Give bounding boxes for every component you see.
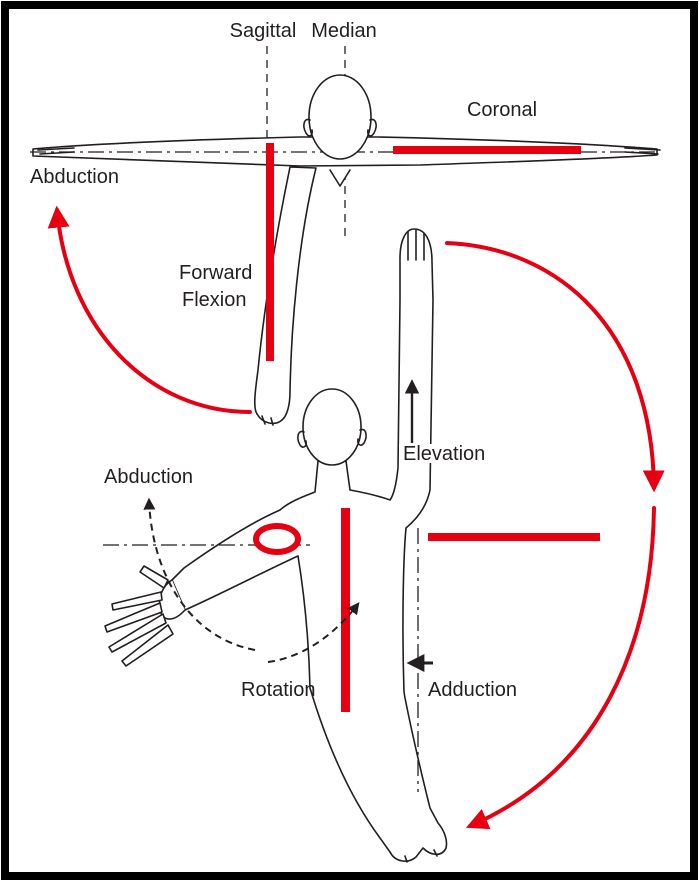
median-plane-marker-bar-lower [341, 508, 350, 712]
standing-figure-hand-fingers-raised [407, 229, 425, 261]
standing-figure-thumb [139, 565, 169, 589]
top-figure-body [253, 166, 317, 425]
standing-figure-head [302, 388, 362, 466]
standing-figure-finger-3 [108, 613, 167, 653]
top-figure-right-ear [367, 118, 377, 137]
abduction-arc-arrow [47, 205, 252, 414]
standing-figure-finger-1 [111, 591, 163, 611]
top-figure-head [308, 74, 372, 160]
label-adduction: Adduction [428, 679, 517, 701]
coronal-plane-marker-bar-top [393, 146, 581, 154]
standing-figure-right-ear [357, 428, 367, 446]
rotation-dashed-arc-arrow [267, 602, 360, 663]
standing-figure-left-ear [297, 430, 307, 448]
label-coronal: Coronal [467, 99, 537, 121]
label-rotation: Rotation [241, 679, 316, 701]
top-figure-chin [329, 169, 351, 187]
shoulder-joint-ring [253, 523, 301, 555]
top-figure-left-ear [303, 118, 313, 137]
abduction-dashed-arc-arrow [143, 497, 256, 651]
standing-figure-finger-4 [121, 624, 174, 667]
label-elevation: Elevation [403, 443, 485, 465]
label-sagittal: Sagittal [230, 20, 297, 42]
label-forward: Forward [179, 262, 252, 284]
elevation-arc-arrow-upper [445, 241, 665, 493]
label-median: Median [311, 20, 377, 42]
standing-figure-finger-2 [104, 602, 163, 633]
standing-figure-toe-marks [404, 849, 438, 863]
elevation-arc-arrow-lower [465, 506, 656, 830]
label-abduction-lower: Abduction [104, 466, 193, 488]
top-figure-toe-marks [261, 415, 274, 426]
elevation-label-bg [399, 444, 477, 463]
sagittal-plane-marker-bar [266, 143, 274, 361]
top-figure-right-fingers [624, 147, 661, 155]
label-flexion: Flexion [182, 289, 246, 311]
coronal-plane-marker-bar-lower [428, 533, 600, 541]
label-abduction-top: Abduction [30, 166, 119, 188]
